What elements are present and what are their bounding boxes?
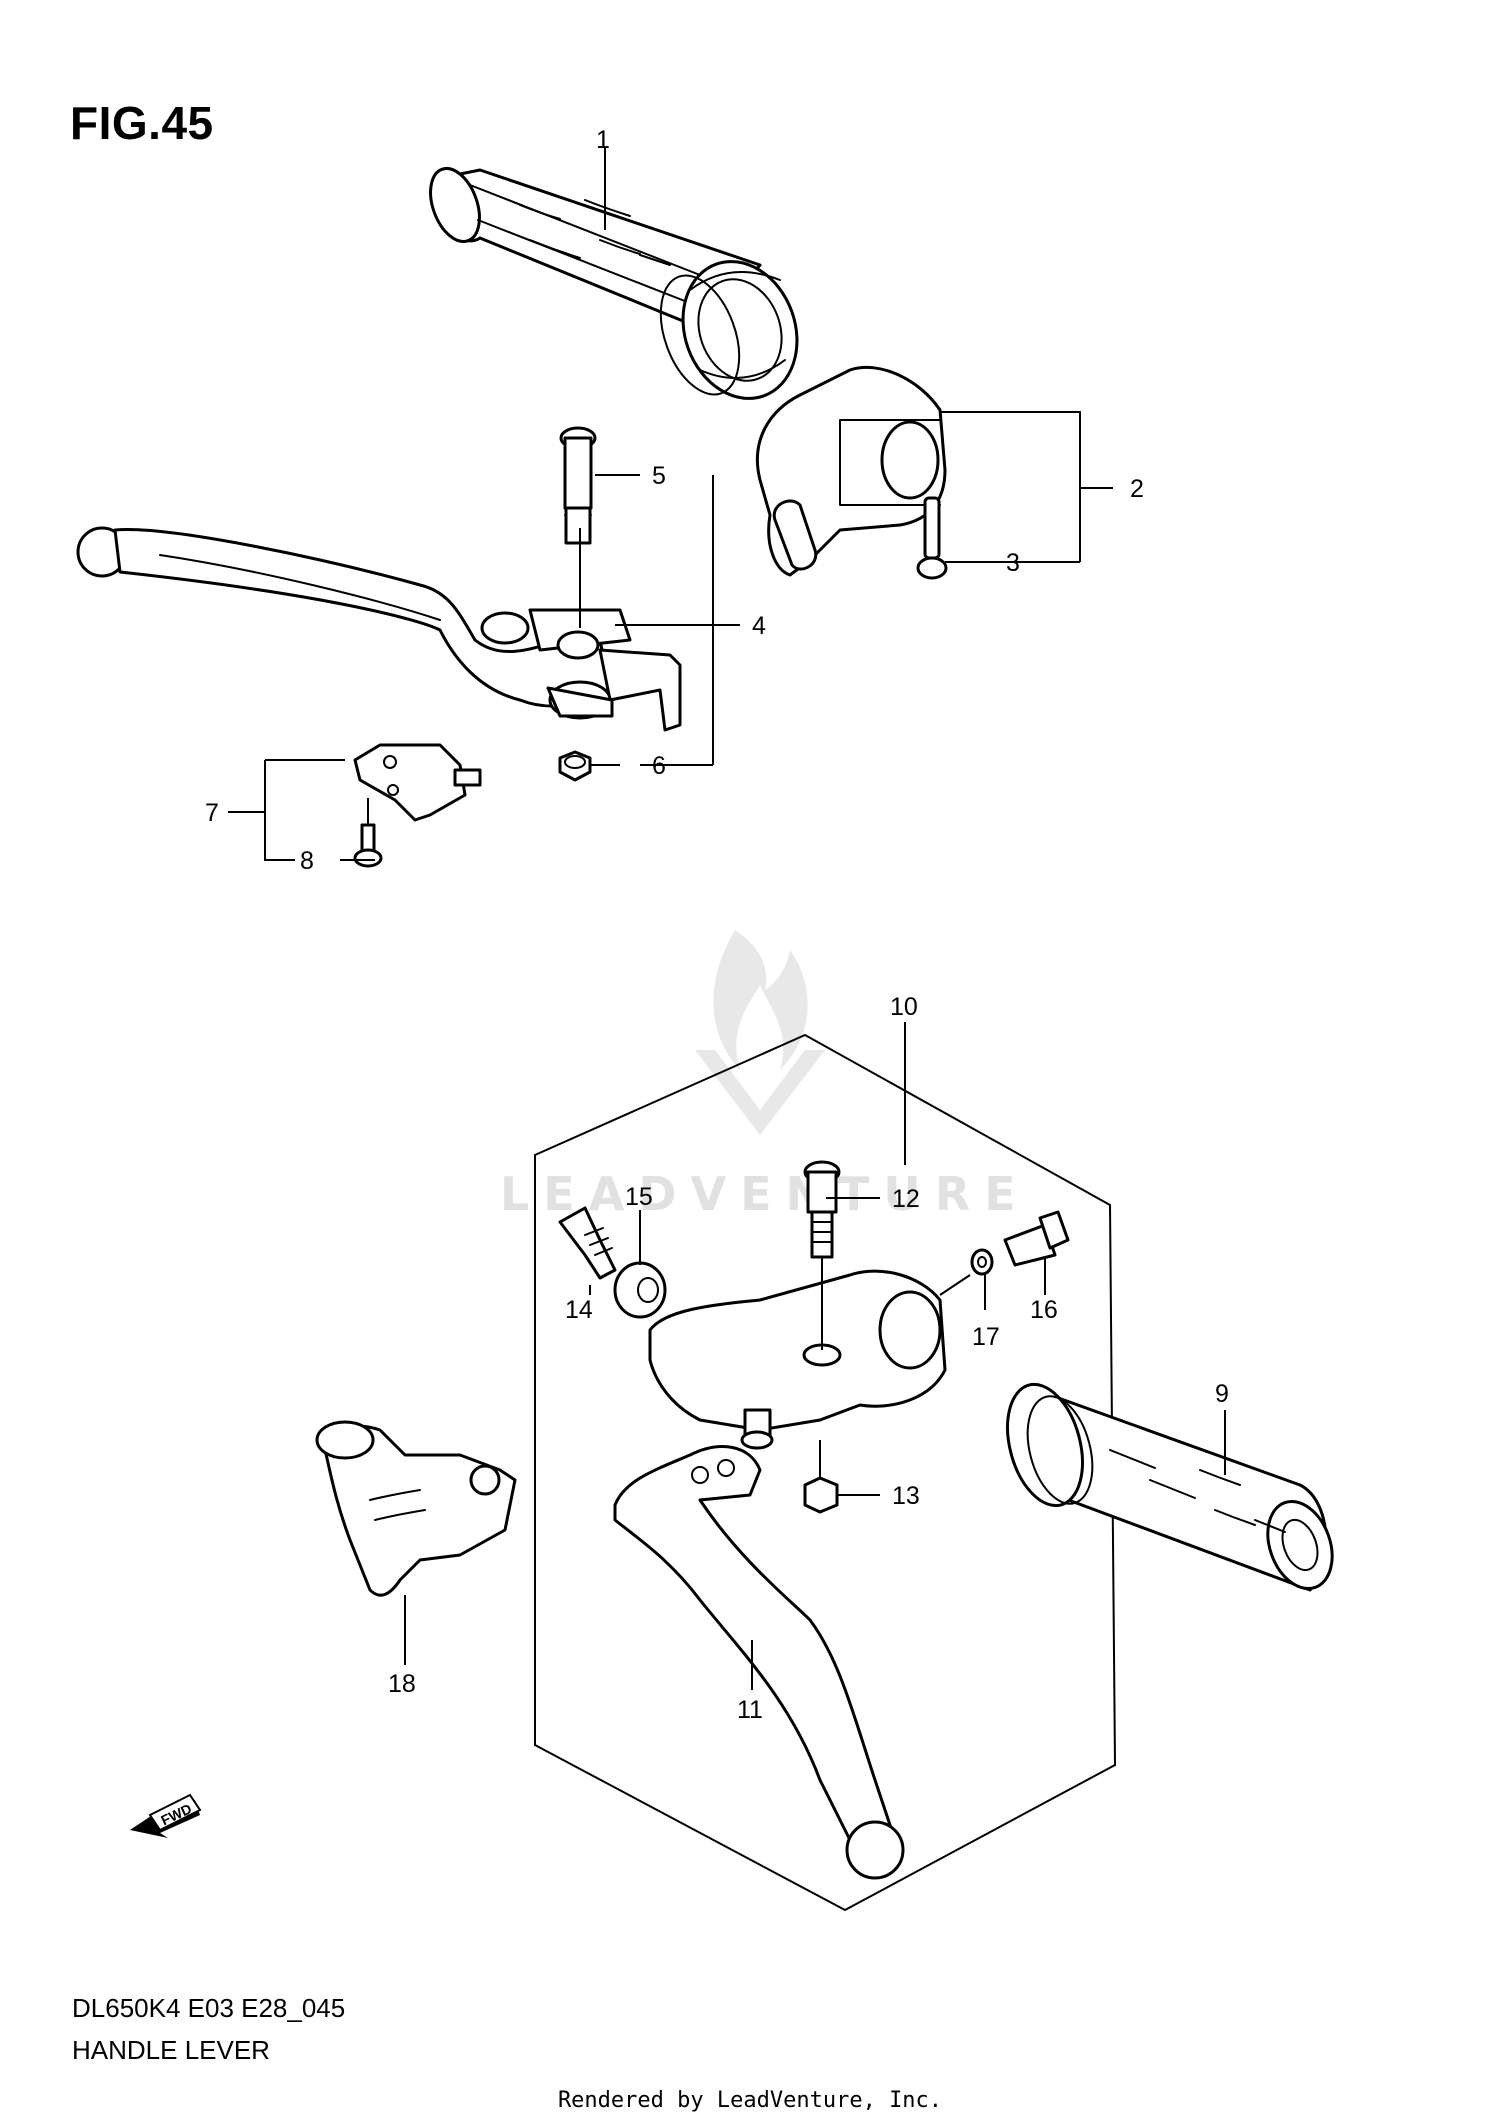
part-11-brake-lever: [613, 1445, 905, 1880]
callout-10: 10: [890, 993, 918, 1021]
callout-16: 16: [1030, 1296, 1058, 1324]
callout-9: 9: [1215, 1380, 1229, 1408]
callout-4: 4: [752, 612, 766, 640]
fwd-arrow-icon: FWD: [130, 1793, 202, 1838]
callout-7: 7: [205, 799, 219, 827]
part-5-pivot-bolt: [559, 426, 597, 545]
part-4-clutch-lever: [76, 526, 682, 732]
part-10-assembly-box: [534, 1033, 1117, 1912]
model-code: DL650K4 E03 E28_045: [72, 1993, 346, 2023]
part-14-adjuster-bolt: [558, 1206, 617, 1280]
part-1-throttle-grip: [429, 167, 799, 400]
callout-15: 15: [625, 1183, 653, 1211]
part-12-pivot-bolt: [803, 1160, 841, 1259]
leadventure-watermark: LEADVENTURE: [500, 930, 1016, 1221]
callout-5: 5: [652, 462, 666, 490]
callout-8: 8: [300, 847, 314, 875]
part-15-spring: [613, 1261, 667, 1319]
part-2-throttle-housing: [755, 365, 948, 580]
part-9-grip: [1006, 1382, 1334, 1592]
part-master-cylinder-body: [648, 1269, 947, 1450]
callout-12: 12: [892, 1185, 920, 1213]
callout-14: 14: [565, 1296, 593, 1324]
callout-1: 1: [596, 126, 610, 154]
figure-title: FIG.45: [70, 97, 214, 149]
rendered-by-credit: Rendered by LeadVenture, Inc.: [557, 2088, 943, 2113]
callout-3: 3: [1006, 549, 1020, 577]
callout-2: 2: [1130, 475, 1144, 503]
part-17-washer: [970, 1248, 994, 1276]
callout-13: 13: [892, 1482, 920, 1510]
callout-17: 17: [972, 1323, 1000, 1351]
callout-6: 6: [652, 752, 666, 780]
leader-lines: [228, 148, 1226, 1690]
callout-18: 18: [388, 1670, 416, 1698]
part-13-nut: [803, 1476, 839, 1514]
callout-11: 11: [737, 1696, 763, 1724]
part-18-switch: [315, 1420, 517, 1597]
part-16-bolt: [1003, 1210, 1070, 1267]
callout-labels: 1 2 3 4 5 6 7 8 9 10 11 12 13 14 15 16 1…: [205, 126, 1229, 1724]
part-6-nut: [558, 750, 592, 782]
part-7-clutch-switch: [353, 743, 482, 822]
diagram-name: HANDLE LEVER: [72, 2035, 270, 2065]
